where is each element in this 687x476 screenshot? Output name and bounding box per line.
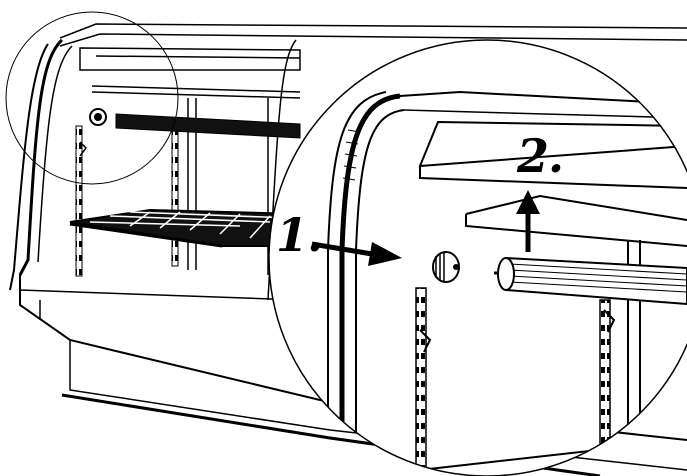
callout-circle [5,11,179,185]
arrow-up-icon [516,190,540,252]
light-tube-zoomed [494,256,687,306]
zoom-detail [327,90,687,476]
shelf-rack-zoomed-left [415,287,427,476]
shelf-rack-left [75,125,83,277]
light-socket [89,108,107,126]
wire-shelf [69,208,301,248]
shelf-rack-zoomed-right [599,299,611,471]
arrow-right-icon [311,241,402,266]
light-tube [115,113,301,139]
step-2-label: 2. [517,129,564,183]
step-1-label: 1. [276,208,323,262]
light-socket-zoomed [432,251,460,283]
shelf-rack-center [171,125,179,267]
zoom-circle [268,39,687,476]
